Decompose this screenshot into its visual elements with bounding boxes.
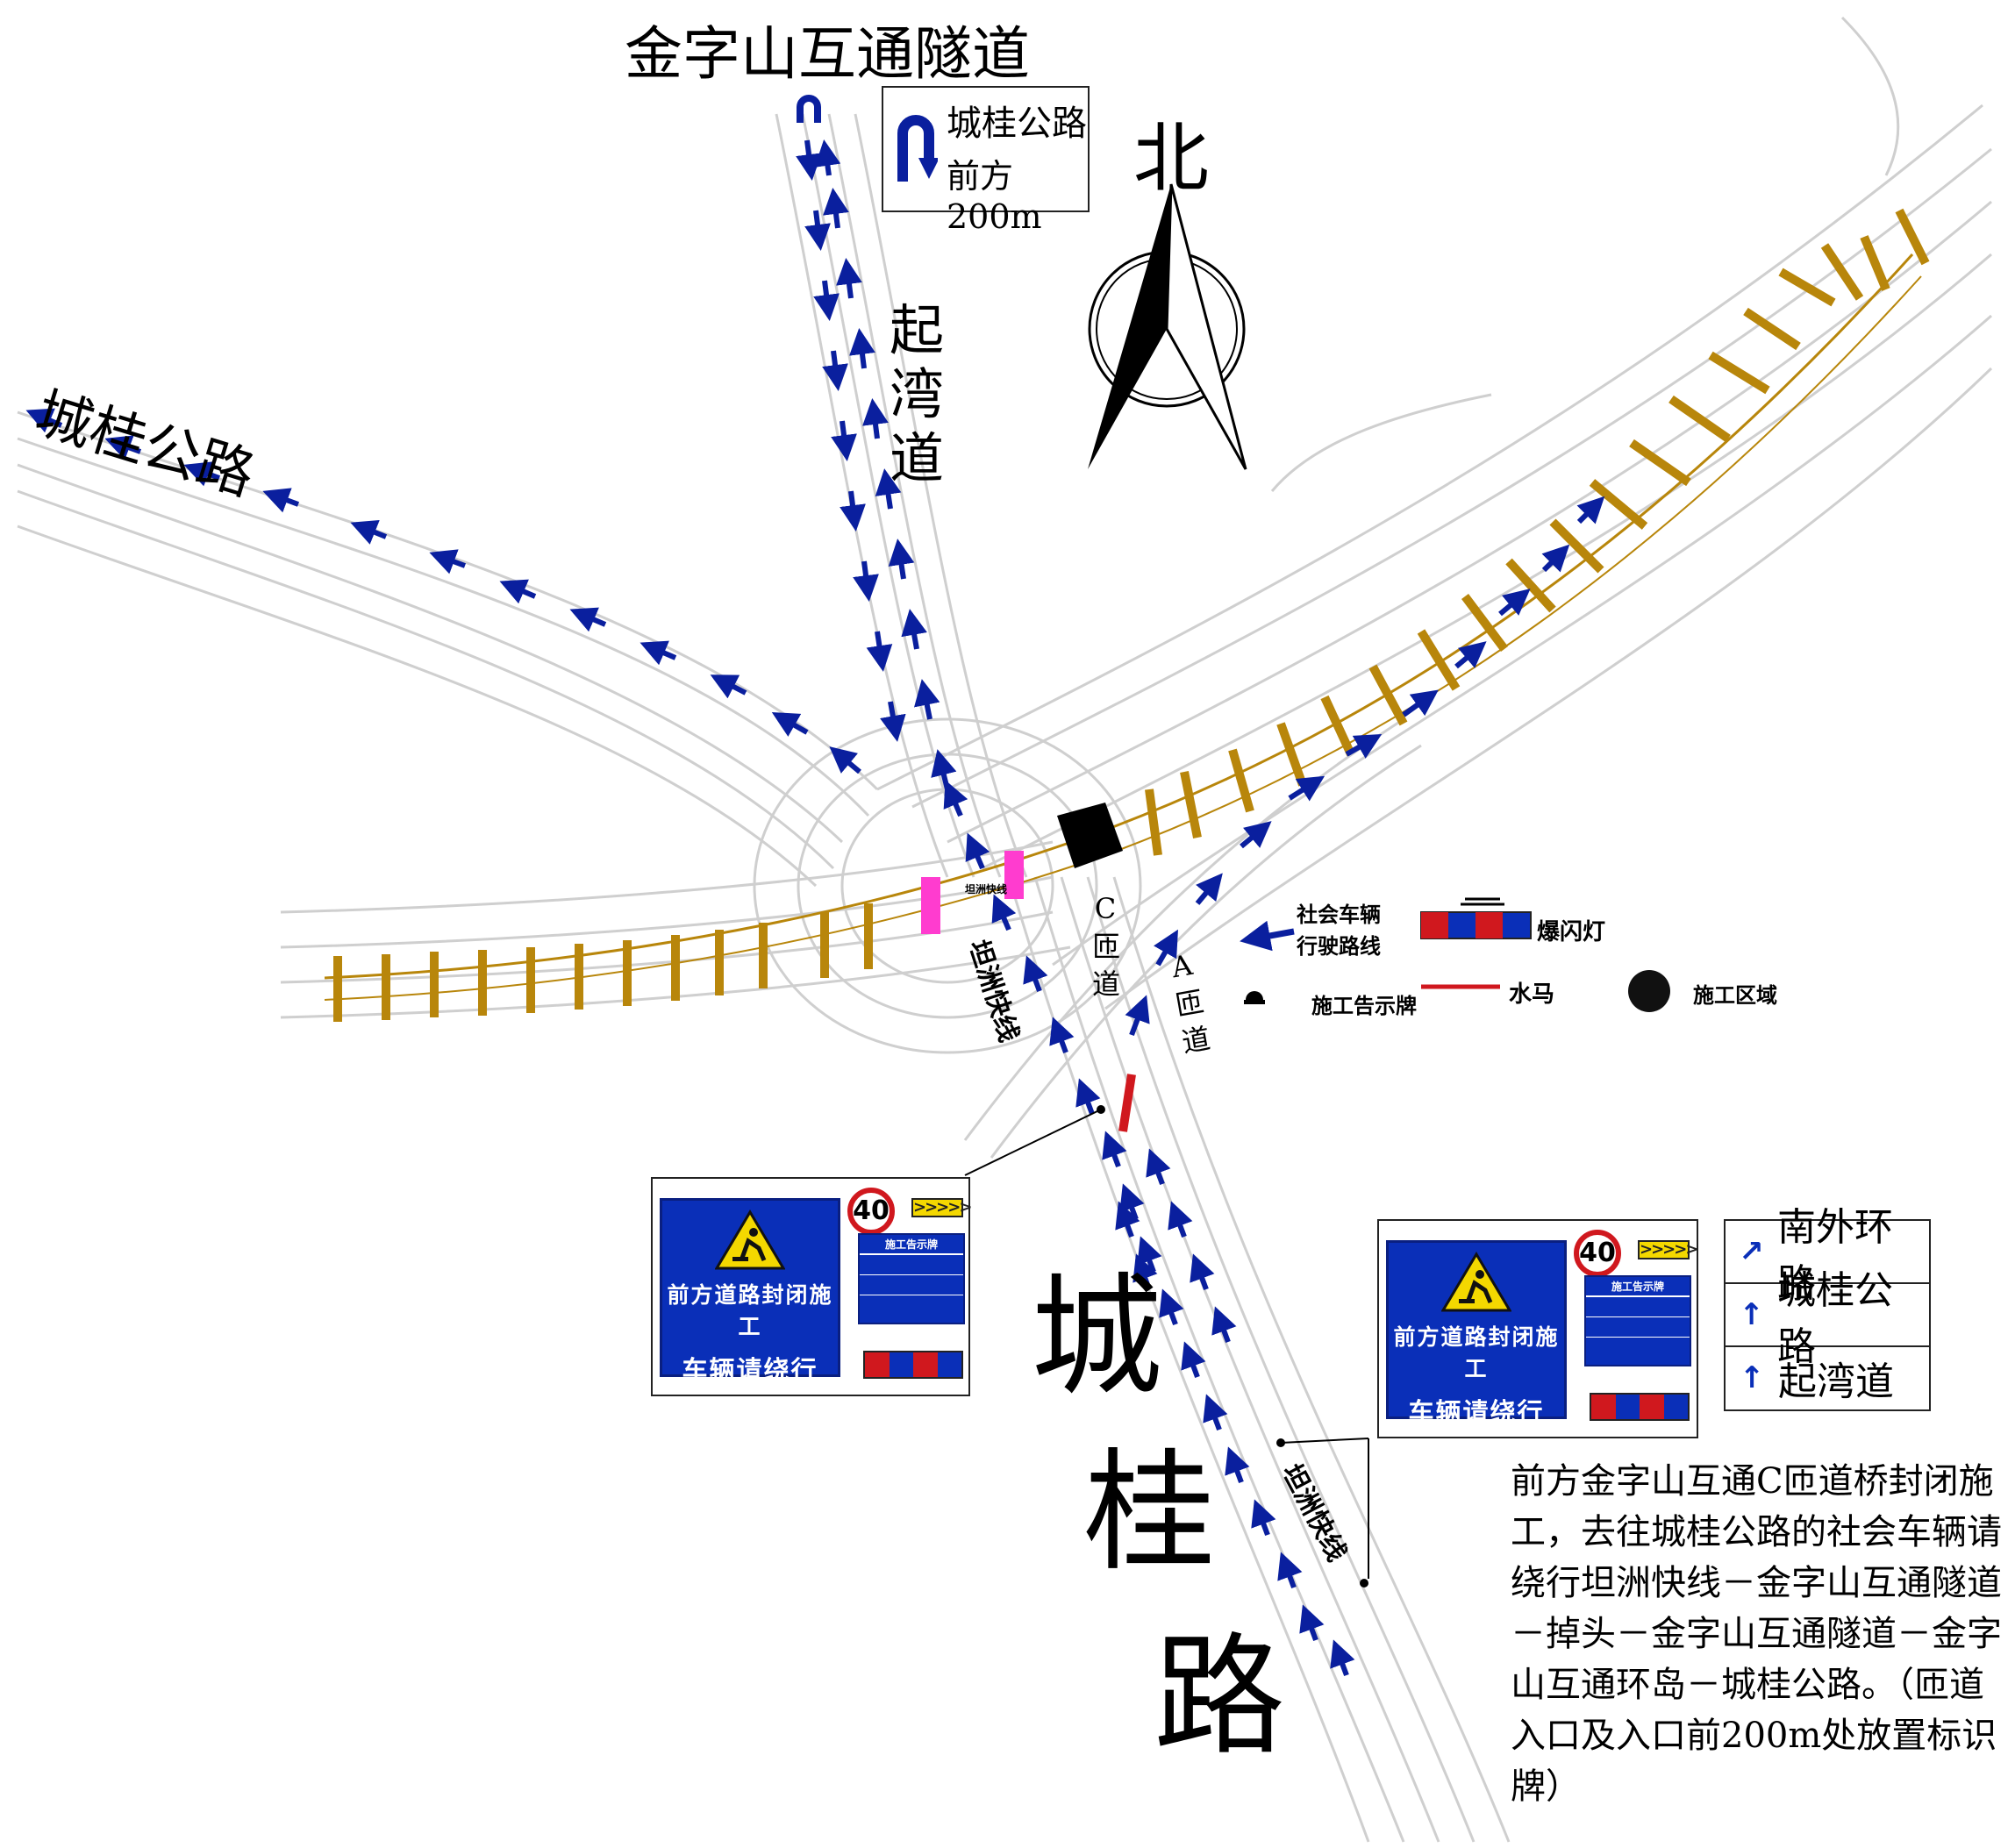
compass xyxy=(1088,183,1247,470)
sign-leaders xyxy=(964,1109,1369,1579)
legend-symbols xyxy=(1240,897,1670,1012)
speed-limit-sign-right: 40 xyxy=(1574,1230,1621,1277)
strobe-light-right xyxy=(1590,1393,1690,1421)
destination-arrow-icon: ↑ xyxy=(1739,1360,1765,1395)
sign-panel-left: 前方道路封闭施工 车辆请绕行 40 >>>>> 施工告示牌 xyxy=(651,1177,972,1396)
legend-route-label: 社会车辆行驶路线 xyxy=(1297,903,1381,959)
sign-panel-right: 前方道路封闭施工 车辆请绕行 40 >>>>> 施工告示牌 xyxy=(1377,1219,1698,1438)
road-closed-sign: 前方道路封闭施工 车辆请绕行 xyxy=(660,1198,840,1385)
road-closed-line1: 前方道路封闭施工 xyxy=(667,1282,833,1339)
legend-strobe-label: 爆闪灯 xyxy=(1537,919,1606,945)
uturn-symbol xyxy=(797,95,821,123)
destination-label: 城桂公路 xyxy=(1776,1268,1893,1369)
road-closed-right-line2: 车辆请绕行 xyxy=(1408,1397,1545,1427)
sign-posts xyxy=(1097,1105,1368,1588)
chevron-sign-right: >>>>> xyxy=(1638,1240,1698,1259)
chenggui-road-s-char1: 城 xyxy=(1031,1261,1163,1414)
destination-label: 起湾道 xyxy=(1778,1359,1894,1404)
notice-board-sign-right: 施工告示牌 xyxy=(1584,1275,1691,1366)
route-arrows xyxy=(25,139,1605,1677)
chenggui-road-s-char2: 桂 xyxy=(1083,1437,1216,1589)
road-closed-right-line1: 前方道路封闭施工 xyxy=(1393,1324,1560,1381)
destination-row: ↑ 起湾道 xyxy=(1726,1347,1929,1409)
work-zone xyxy=(1057,803,1123,868)
legend-notice-board-label: 施工告示牌 xyxy=(1311,994,1417,1018)
road-closed-sign-right: 前方道路封闭施工 车辆请绕行 xyxy=(1386,1240,1567,1427)
north-label: 北 xyxy=(1133,115,1209,203)
notice-board-title: 施工告示牌 xyxy=(860,1235,963,1255)
detour-description: 前方金字山互通C匝道桥封闭施工，去往城桂公路的社会车辆请绕行坦洲快线－金字山互通… xyxy=(1511,1461,2002,1807)
water-barrier xyxy=(1118,1074,1136,1132)
notice-board-sign: 施工告示牌 xyxy=(858,1233,965,1324)
legend-work-zone-label: 施工区域 xyxy=(1693,983,1777,1008)
chenggui-road-s-char3: 路 xyxy=(1154,1621,1286,1773)
destination-label: 南外环路 xyxy=(1776,1205,1893,1306)
uturn-sign-line2: 前方200m xyxy=(947,157,1042,236)
road-closed-line2: 车辆请绕行 xyxy=(682,1355,818,1385)
workman-icon xyxy=(714,1209,786,1270)
uturn-sign-line1: 城桂公路 xyxy=(947,103,1087,144)
strobe-light xyxy=(863,1351,963,1379)
destination-arrow-icon: ↑ xyxy=(1739,1297,1764,1332)
destination-box: ↗ 南外环路 ↑ 城桂公路 ↑ 起湾道 xyxy=(1724,1205,1931,1411)
notice-board-title-right: 施工告示牌 xyxy=(1586,1277,1690,1297)
legend-water-barrier-label: 水马 xyxy=(1509,981,1555,1008)
qiwan-road-label: 起湾道 xyxy=(889,298,944,491)
uturn-sign: 城桂公路 前方200m xyxy=(882,86,1090,236)
tanzhou-express-small-label: 坦洲快线 xyxy=(965,883,1008,895)
ramp-c-label: C匝道 xyxy=(1092,892,1121,1002)
strobe-markers xyxy=(921,851,1024,934)
speed-limit-sign: 40 xyxy=(847,1188,895,1235)
destination-row: ↑ 城桂公路 xyxy=(1726,1268,1929,1369)
viaduct xyxy=(324,208,1930,1022)
tunnel-label: 金字山互通隧道 xyxy=(625,20,1030,88)
destination-arrow-icon: ↗ xyxy=(1739,1234,1764,1269)
uturn-sign-icon xyxy=(897,115,938,182)
destination-row: ↗ 南外环路 xyxy=(1726,1205,1929,1306)
workman-icon-right xyxy=(1440,1252,1512,1312)
chevron-sign: >>>>> xyxy=(911,1198,972,1217)
